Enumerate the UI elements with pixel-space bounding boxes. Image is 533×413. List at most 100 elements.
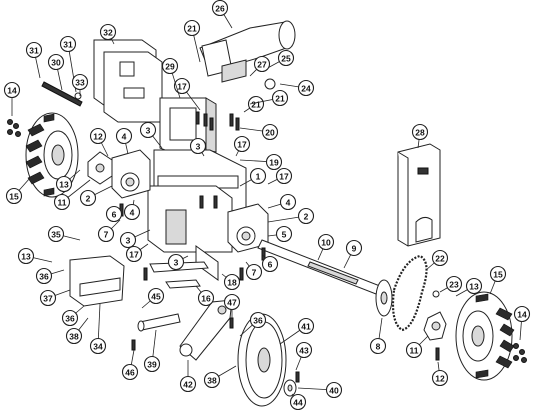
callout-number: 28 [415,128,425,138]
callout-number: 41 [301,322,311,332]
callout-23: 23 [439,275,463,293]
cover-part [397,143,441,247]
callout-36: 36 [239,311,267,337]
callout-circle [275,225,293,243]
callout-circle [513,305,531,323]
callout-number: 37 [43,294,53,304]
callout-31: 31 [25,41,43,79]
callout-21: 21 [243,95,265,113]
callout-circle [99,23,117,41]
callout-circle [183,19,201,37]
callout-number: 5 [282,230,287,240]
callout-circle [173,77,191,95]
callout-number: 17 [177,82,187,92]
callout-number: 18 [227,278,237,288]
callout-number: 17 [129,250,139,260]
callout-26: 26 [211,0,233,29]
disc-hub-part [283,379,297,397]
callout-circle [189,137,207,155]
callout-3: 3 [167,253,189,271]
callout-circle [119,231,137,249]
callout-16: 16 [195,285,215,307]
callout-19: 19 [239,153,283,171]
callout-circle [317,233,335,251]
callout-circle [25,41,43,59]
central-frame-part [147,149,247,281]
callout-number: 38 [69,332,79,342]
callout-number: 3 [126,236,131,246]
callout-35: 35 [47,225,81,243]
callout-circle [465,277,483,295]
callout-24: 24 [279,79,315,97]
callout-number: 43 [299,346,309,356]
callout-circle [197,289,215,307]
callout-34: 34 [89,303,107,355]
callout-number: 14 [517,310,527,320]
callout-circle [297,207,315,225]
callout-number: 21 [275,94,285,104]
callout-number: 6 [268,260,273,270]
callout-2: 2 [79,185,113,207]
callout-39: 39 [143,329,161,373]
callout-44: 44 [289,393,307,411]
callout-number: 3 [196,142,201,152]
callout-number: 13 [21,252,31,262]
callout-38: 38 [203,365,237,389]
callout-17: 17 [173,77,201,111]
callout-circle [115,127,133,145]
callout-36: 36 [61,305,85,327]
callout-number: 38 [207,376,217,386]
callout-number: 11 [410,346,419,356]
callout-circle [167,253,185,271]
callout-47: 47 [223,293,241,318]
callout-12: 12 [431,361,449,387]
callout-20: 20 [239,123,279,141]
callout-number: 17 [279,172,289,182]
callout-38: 38 [65,317,89,345]
callout-circle [5,187,23,205]
callout-circle [147,287,165,305]
callout-number: 13 [469,282,479,292]
callout-number: 17 [237,140,247,150]
callout-25: 25 [263,49,295,71]
callout-number: 15 [9,192,19,202]
callout-circle [223,293,241,311]
callout-3: 3 [189,137,207,157]
callout-15: 15 [489,265,507,295]
callout-11: 11 [405,335,429,359]
callout-number: 16 [201,294,211,304]
callout-number: 33 [75,78,85,88]
callout-number: 47 [227,298,237,308]
callout-13: 13 [17,247,53,265]
callout-number: 12 [93,132,103,142]
callout-circle [89,127,107,145]
callout-circle [211,0,229,17]
callout-number: 40 [329,386,339,396]
fasteners [7,78,527,383]
callout-number: 36 [39,272,49,282]
callout-circle [203,371,221,389]
callout-circle [47,225,65,243]
callout-4: 4 [123,199,141,221]
callout-number: 4 [130,208,135,218]
callout-circle [161,57,179,75]
lower-bracket-left-part [69,255,125,307]
callout-7: 7 [97,219,121,243]
callout-number: 13 [59,180,69,190]
callout-17: 17 [267,167,293,185]
callout-14: 14 [3,81,21,116]
callout-21: 21 [183,19,201,63]
callout-circle [89,337,107,355]
callout-3: 3 [119,229,151,249]
callout-circle [179,375,197,393]
callout-circle [17,247,35,265]
callout-circle [123,203,141,221]
callout-12: 12 [89,127,109,157]
callout-circle [35,267,53,285]
callout-circle [247,95,265,113]
callout-number: 6 [112,210,117,220]
callout-circle [71,73,89,91]
callout-number: 27 [257,60,267,70]
callout-number: 29 [165,62,175,72]
callout-number: 15 [493,270,503,280]
